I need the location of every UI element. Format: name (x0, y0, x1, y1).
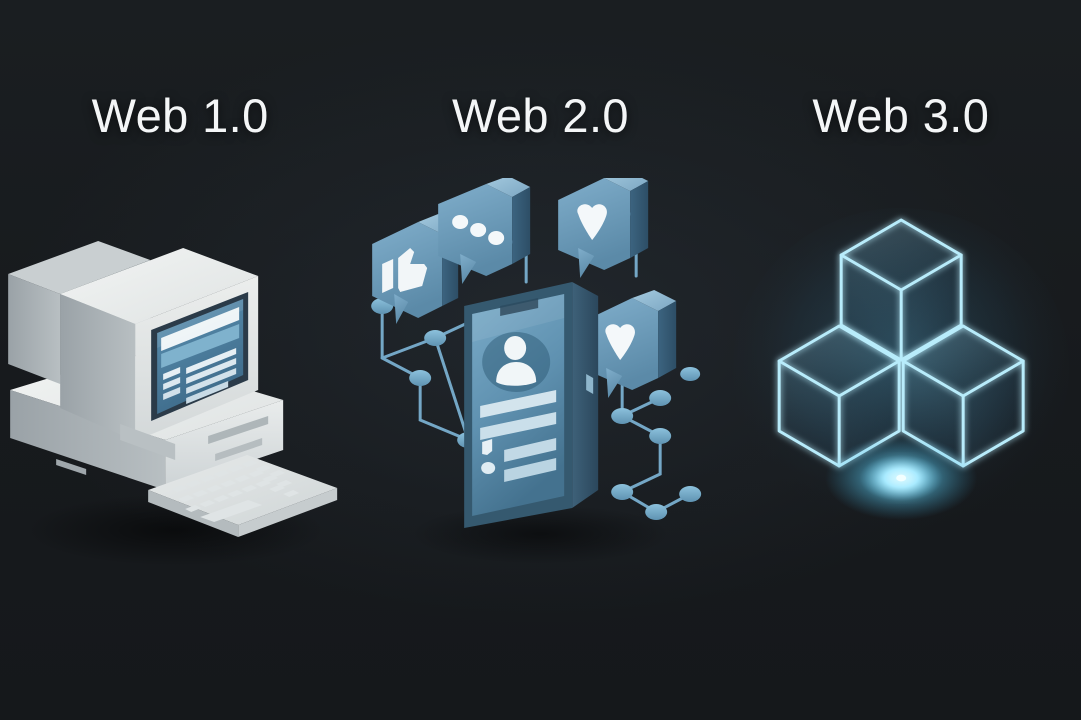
webpage-sidebar-line (163, 377, 181, 390)
bubble-tail (394, 294, 409, 324)
screen-glare (157, 299, 244, 348)
center-glow (824, 358, 977, 520)
webpage-text-line (186, 358, 237, 384)
network-node (680, 367, 701, 381)
panel-title-web1: Web 1.0 (91, 89, 269, 142)
keyboard-front-edge (148, 490, 239, 537)
drive-slot-secondary (215, 438, 263, 461)
heart-bubble-right (586, 290, 677, 398)
phone-notch (500, 298, 539, 316)
avatar-head (504, 336, 527, 360)
shield-icon (482, 439, 493, 455)
avatar (496, 336, 537, 386)
panel-web2: Web 2.0 (360, 0, 720, 720)
heart-bubble-top (558, 178, 649, 278)
webpage-text-line (186, 381, 229, 404)
floppy-drive-slot (208, 416, 269, 444)
keyboard (148, 455, 338, 537)
illustration-social-network (360, 178, 720, 578)
illustration-blockchain-cubes (721, 178, 1081, 578)
network-node (409, 370, 432, 386)
panel-web1: Web 1.0 (0, 0, 360, 720)
crt-monitor (8, 241, 259, 460)
heart-icon (577, 204, 608, 240)
illustration-crt-computer (0, 178, 360, 578)
panel-title-web2: Web 2.0 (451, 89, 629, 142)
monitor-left-face (60, 294, 136, 441)
phone-screen-glare (472, 294, 565, 342)
power-indicator (56, 459, 87, 475)
webpage-header-bar (161, 307, 240, 351)
webpage-on-screen (161, 307, 240, 404)
cube-bottom-left (777, 324, 901, 468)
avatar-body (496, 362, 537, 386)
phone-content-lines (480, 390, 557, 482)
monitor-stand (120, 424, 176, 460)
monitor-top-face (60, 248, 259, 324)
heart-icon (605, 324, 636, 360)
three-dots-icon (452, 215, 505, 245)
network-node (649, 428, 672, 444)
keyboard-keys (171, 460, 300, 522)
phone-list-icons (481, 439, 496, 474)
keyboard-right-edge (238, 488, 338, 537)
content-line (480, 390, 557, 418)
network-node (649, 390, 672, 406)
content-line (504, 438, 557, 462)
webpage-hero-band (161, 324, 240, 368)
webpage-sidebar-line (163, 387, 181, 400)
content-line (504, 458, 557, 482)
chat-dots-bubble (438, 178, 531, 284)
network-node (611, 484, 634, 500)
panel-title-web3: Web 3.0 (812, 89, 990, 142)
webpage-sidebar-line (163, 367, 181, 380)
phone-side-button (586, 374, 594, 394)
thumbs-up-icon (382, 248, 428, 293)
webpage-text-line (186, 368, 237, 394)
network-node (645, 504, 668, 520)
smartphone (464, 282, 599, 528)
phone-side-face (572, 282, 599, 508)
dot-icon (481, 462, 496, 474)
bubble-tail (606, 368, 623, 398)
bubble-tail (460, 254, 477, 284)
cube-top (839, 218, 963, 362)
core-glow-center (895, 474, 906, 482)
network-node (679, 486, 702, 502)
webpage-text-line (186, 348, 237, 374)
monitor-screen (157, 299, 244, 414)
network-node (424, 330, 447, 346)
bubble-tail (578, 248, 595, 278)
content-line (480, 412, 557, 440)
panel-web3: Web 3.0 (721, 0, 1081, 720)
network-node (611, 408, 634, 424)
